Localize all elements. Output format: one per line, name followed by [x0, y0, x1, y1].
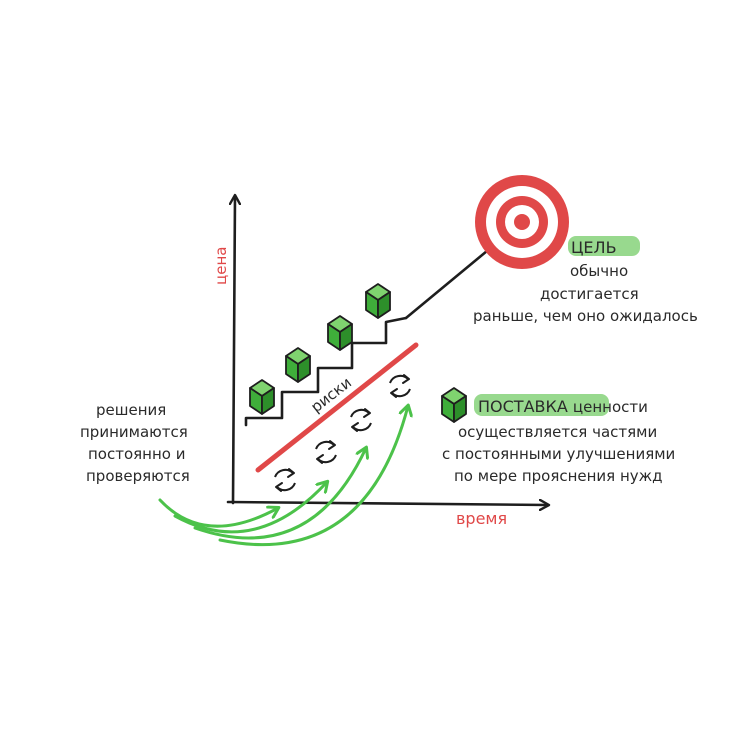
risk-line: [255, 342, 419, 473]
cycle-arrows-icon: [350, 408, 372, 432]
decisions-line-3: постоянно и: [88, 445, 185, 463]
cube-icon: [249, 379, 275, 415]
decisions-line-1: решения: [96, 401, 166, 419]
feedback-arrow: [158, 498, 278, 528]
delivery-highlight: [474, 394, 609, 416]
feedback-arrow: [218, 406, 408, 547]
y-axis: [233, 196, 235, 505]
y-axis-label: цена: [212, 247, 230, 285]
goal-keyword: ЦЕЛЬ: [571, 238, 617, 257]
cycle-arrows-icon: [389, 374, 411, 398]
goal-line-1: обычно: [570, 262, 628, 280]
value-staircase: [244, 316, 408, 427]
x-axis: [226, 502, 548, 505]
delivery-line-2: осуществляется частями: [458, 423, 657, 441]
goal-line-3: раньше, чем оно ожидалось: [473, 307, 698, 325]
cube-icon: [441, 387, 467, 423]
cycle-arrows-icon: [274, 468, 296, 492]
feedback-arrow: [173, 482, 327, 534]
goal-line-2: достигается: [540, 285, 639, 303]
delivery-line-1: ПОСТАВКА ценности: [478, 397, 648, 416]
decisions-line-2: принимаются: [80, 423, 188, 441]
x-axis-label: время: [456, 509, 507, 528]
cube-icon: [285, 347, 311, 383]
decisions-line-4: проверяются: [86, 467, 190, 485]
target-icon: [475, 175, 569, 269]
cycle-arrows-icon: [315, 440, 337, 464]
feedback-arrow: [193, 448, 366, 540]
delivery-line-4: по мере прояснения нужд: [454, 467, 663, 485]
delivery-line-3: с постоянными улучшениями: [442, 445, 675, 463]
cube-icon: [365, 283, 391, 319]
cube-icon: [327, 315, 353, 351]
goal-highlight: [568, 236, 640, 256]
